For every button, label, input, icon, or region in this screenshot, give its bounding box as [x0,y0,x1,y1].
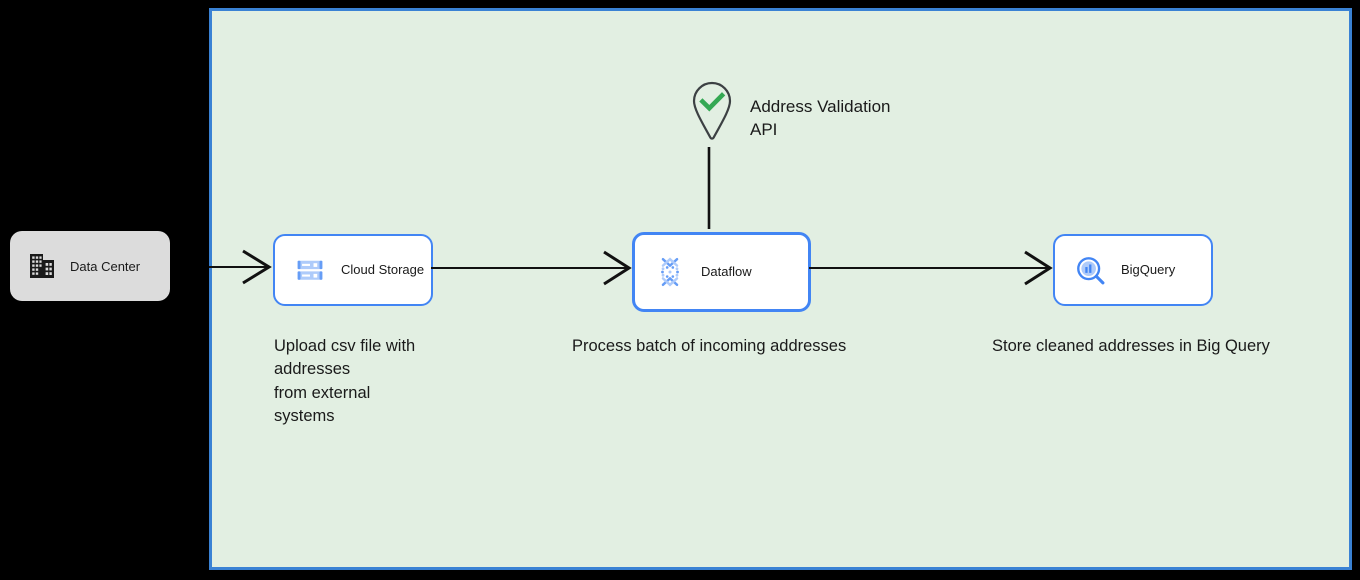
building-icon [28,251,58,281]
service-address-validation-label: Address Validation API [750,97,891,140]
node-cloud-storage-label: Cloud Storage [341,262,425,278]
caption-process: Process batch of incoming addresses [572,337,847,355]
map-pin-check-icon [692,81,732,141]
cloud-boundary-region: Address Validation API Cloud Storage [209,8,1352,570]
node-data-center-label: Data Center [70,258,141,274]
bigquery-icon [1073,253,1107,287]
node-bigquery-label: BigQuery [1121,262,1176,278]
node-data-center[interactable]: Data Center [10,231,170,301]
caption-upload: Upload csv file with addresses from exte… [274,337,416,426]
node-bigquery[interactable]: BigQuery [1053,234,1213,306]
service-address-validation[interactable]: Address Validation API [692,81,891,142]
node-cloud-storage[interactable]: Cloud Storage [273,234,433,306]
caption-store: Store cleaned addresses in Big Query [992,337,1270,355]
node-dataflow[interactable]: Dataflow [632,232,811,312]
dataflow-icon [653,255,687,289]
cloud-storage-icon [293,253,327,287]
node-dataflow-label: Dataflow [701,264,752,280]
